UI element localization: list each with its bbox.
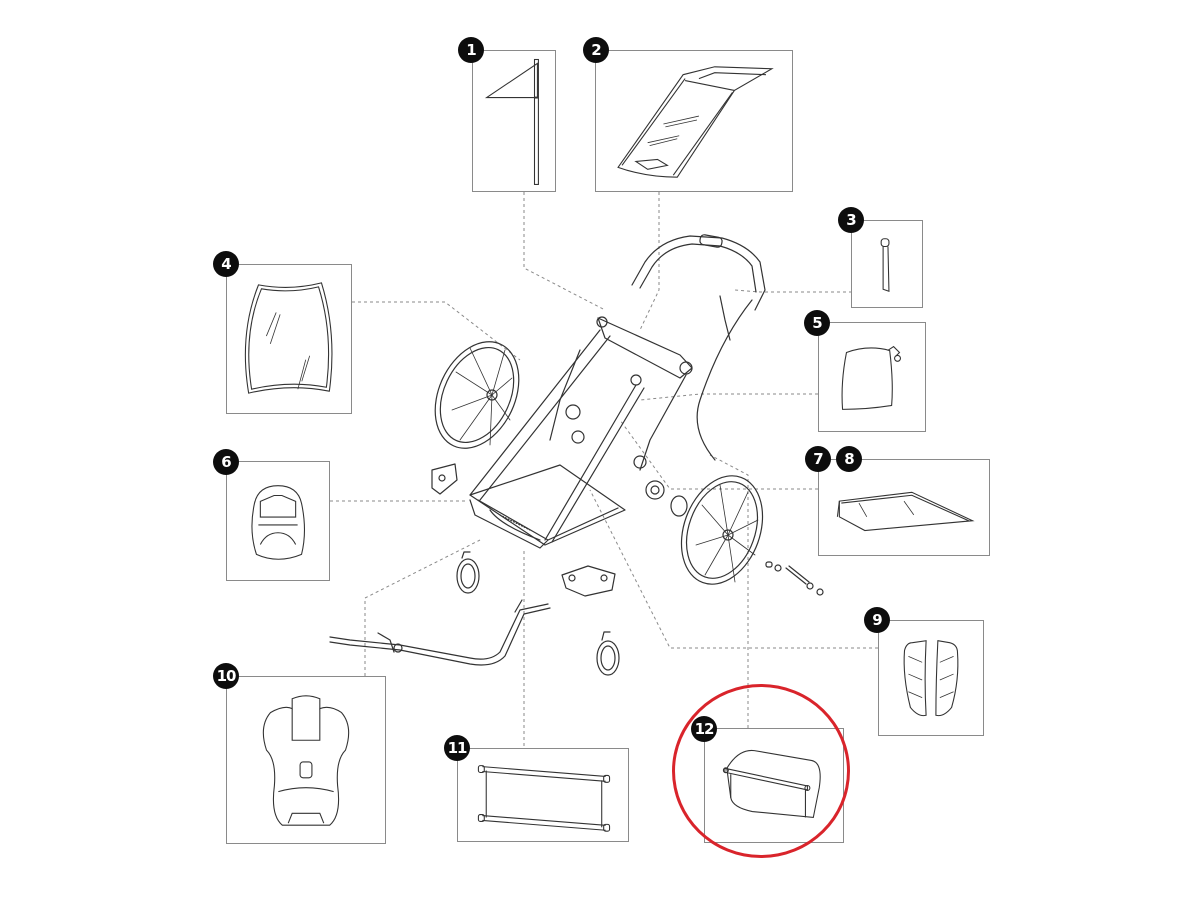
part-box-11[interactable] — [457, 748, 629, 842]
part-badge-11: 11 — [444, 735, 470, 761]
part-box-3[interactable] — [851, 220, 923, 308]
part-box-9[interactable] — [878, 620, 984, 736]
infant-seat-insert-illustration — [227, 677, 385, 843]
part-box-6[interactable] — [226, 461, 330, 581]
part-box-7-8[interactable] — [818, 459, 990, 556]
storage-basket-illustration — [705, 729, 843, 842]
part-badge-4: 4 — [213, 251, 239, 277]
part-box-2[interactable] — [595, 50, 793, 192]
safety-flag-illustration — [473, 51, 555, 191]
sun-canopy-illustration — [596, 51, 792, 191]
part-box-4[interactable] — [226, 264, 352, 414]
stroller-chassis-drawing — [329, 234, 824, 676]
leader-lines — [330, 192, 878, 746]
part-box-10[interactable] — [226, 676, 386, 844]
part-badge-10: 10 — [213, 663, 239, 689]
part-badge-6: 6 — [213, 449, 239, 475]
side-pads-illustration — [879, 621, 983, 735]
part-badge-1: 1 — [458, 37, 484, 63]
part-badge-3: 3 — [838, 207, 864, 233]
cargo-net-rods-illustration — [458, 749, 628, 841]
part-badge-2: 2 — [583, 37, 609, 63]
part-badge-9: 9 — [864, 607, 890, 633]
wrist-strap-illustration — [852, 221, 922, 307]
part-badge-12: 12 — [691, 716, 717, 742]
footrest-illustration — [819, 460, 989, 555]
part-box-12[interactable] — [704, 728, 844, 843]
part-badge-7: 7 — [805, 446, 831, 472]
rain-cover-illustration — [227, 265, 351, 413]
part-box-5[interactable] — [818, 322, 926, 432]
storage-bag-illustration — [819, 323, 925, 431]
part-badge-5: 5 — [804, 310, 830, 336]
part-box-1[interactable] — [472, 50, 556, 192]
seat-padding-illustration — [227, 462, 329, 580]
part-badge-8: 8 — [836, 446, 862, 472]
